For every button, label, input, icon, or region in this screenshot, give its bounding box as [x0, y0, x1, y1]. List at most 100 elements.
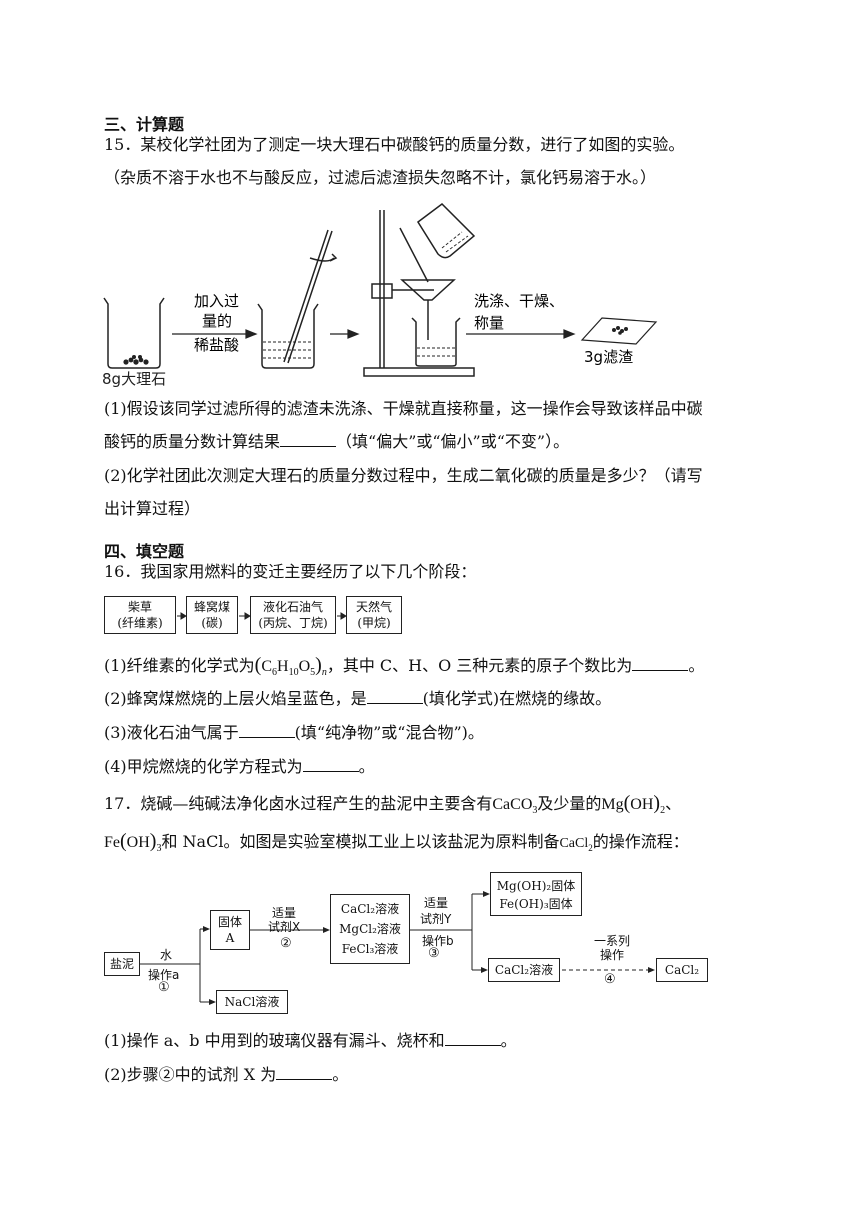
- q16-part3-text-b: (填“纯净物”或“混合物”)。: [294, 723, 484, 742]
- arrow-icon: [466, 329, 576, 339]
- fuel-stage-4: 天然气 (甲烷): [346, 596, 402, 634]
- arrow-icon: [483, 891, 490, 897]
- cellulose-formula: (C6H10O5)n: [254, 654, 327, 679]
- flow-solution-l2: MgCl₂溶液: [339, 922, 401, 936]
- q16-part1-text-c: 。: [688, 656, 705, 675]
- flow-start-box: 盐泥: [104, 952, 140, 976]
- q15-part1-text-b: （填“偏大”或“偏小”或“不变”）。: [336, 432, 570, 451]
- q16-part3-text-a: (3)液化石油气属于: [104, 723, 239, 742]
- beaker-marble-icon: [103, 297, 165, 369]
- flow-arrows: [140, 891, 655, 1005]
- flow-op-b-label: 操作b: [422, 934, 454, 948]
- q17-part2-text-b: 。: [332, 1065, 349, 1084]
- step1-label-line1: 加入过: [194, 292, 239, 310]
- formula-feoh3: Fe(OH)3: [104, 830, 162, 855]
- arrow-icon: [203, 926, 210, 932]
- flow-step1-label: ①: [158, 980, 170, 995]
- step2-label-line1: 洗涤、干燥、: [474, 292, 564, 310]
- flow-precip-l1: Mg(OH)₂固体: [496, 879, 576, 893]
- sample-label: 8g大理石: [102, 370, 166, 388]
- q16-stem: 16．我国家用燃料的变迁主要经历了以下几个阶段：: [104, 562, 477, 581]
- flow-solution-l1: CaCl₂溶液: [340, 902, 400, 916]
- arrow-icon: [481, 967, 488, 973]
- q16-part2-text-b: (填化学式)在燃烧的缘故。: [422, 689, 612, 708]
- fuel-stage-sub: (纤维素): [117, 616, 163, 630]
- q15-experiment-diagram: 8g大理石 加入过 量的 稀盐酸: [102, 203, 658, 388]
- fuel-stage-name: 天然气: [355, 600, 392, 614]
- section-title-fill-in: 四、填空题: [104, 542, 185, 561]
- q17-part1-text-b: 。: [500, 1031, 517, 1050]
- q16-part2-text-a: (2)蜂窝煤燃烧的上层火焰呈蓝色，是: [104, 689, 367, 708]
- q16-part4-text-a: (4)甲烷燃烧的化学方程式为: [104, 757, 303, 776]
- section-title-calculation: 三、计算题: [104, 115, 185, 134]
- q17-part1-text-a: (1)操作 a、b 中用到的玻璃仪器有漏斗、烧杯和: [104, 1031, 445, 1050]
- fuel-stage-name: 液化石油气: [262, 600, 323, 614]
- formula-caco3: CaCO3: [492, 796, 538, 817]
- step1-label-line3: 稀盐酸: [194, 336, 239, 354]
- flow-product-box: CaCl₂: [656, 958, 708, 982]
- flow-reagent-x-l2: 试剂X: [268, 920, 301, 934]
- filtration-stand-icon: [363, 210, 475, 377]
- stirring-rod-icon: [283, 229, 338, 364]
- q15-part1-line1: (1)假设该同学过滤所得的滤渣未洗涤、干燥就直接称量，这一操作会导致该样品中碳: [104, 399, 703, 418]
- q15-stem-line2: （杂质不溶于水也不与酸反应，过滤后滤渣损失忽略不计，氯化钙易溶于水。）: [104, 168, 657, 187]
- q16-part4-text-b: 。: [358, 757, 375, 776]
- answer-blank[interactable]: [444, 1030, 501, 1046]
- flow-solid-a-l1: 固体: [217, 915, 242, 929]
- fuel-stage-3: 液化石油气 (丙烷、丁烷): [250, 596, 336, 634]
- q17-part2: (2)步骤②中的试剂 X 为 。: [104, 1064, 348, 1086]
- answer-blank[interactable]: [632, 655, 689, 671]
- arrow-icon: [172, 329, 258, 339]
- fuel-stage-2: 蜂窝煤 (碳): [186, 596, 238, 634]
- answer-blank[interactable]: [366, 688, 423, 704]
- filter-paper-icon: [580, 317, 658, 345]
- fuel-stage-arrows: [177, 612, 347, 620]
- q16-part1: (1)纤维素的化学式为(C6H10O5)n，其中 C、H、O 三种元素的原子个数…: [104, 654, 704, 684]
- arrow-icon: [330, 329, 360, 339]
- fuel-stage-1: 柴草 (纤维素): [104, 596, 176, 634]
- q16-part4: (4)甲烷燃烧的化学方程式为 。: [104, 756, 375, 778]
- flow-precipitate-box: Mg(OH)₂固体 Fe(OH)₃固体: [490, 872, 582, 916]
- q16-part2: (2)蜂窝煤燃烧的上层火焰呈蓝色，是 (填化学式)在燃烧的缘故。: [104, 688, 611, 710]
- step2-label-line2: 称量: [474, 314, 504, 332]
- flow-op-a-label: 操作a: [148, 968, 180, 982]
- arrow-icon: [340, 612, 347, 620]
- fuel-stage-name: 蜂窝煤: [193, 600, 230, 614]
- flow-series-l1: 一系列: [594, 934, 631, 948]
- step1-label-line2: 量的: [202, 312, 232, 330]
- formula-mgoh2: Mg(OH)2、: [601, 792, 682, 817]
- formula-cacl2: CaCl2: [559, 836, 593, 853]
- fuel-stage-sub: (丙烷、丁烷): [258, 616, 328, 630]
- q15-stem-line1: 15．某校化学社团为了测定一块大理石中碳酸钙的质量分数，进行了如图的实验。: [104, 135, 685, 154]
- arrow-icon: [209, 999, 216, 1005]
- beaker-acid-icon: [257, 303, 319, 369]
- q15-part2-line2: 出计算过程）: [104, 499, 201, 518]
- flow-reagent-x-l1: 适量: [272, 906, 297, 920]
- flow-step4-label: ④: [604, 972, 616, 987]
- q17-stem-line2: Fe(OH)3和 NaCl。如图是实验室模拟工业上以该盐泥为原料制备CaCl2的…: [104, 830, 689, 860]
- flow-step3-label: ③: [428, 946, 440, 961]
- q17-stem-text-c: 和 NaCl。如图是实验室模拟工业上以该盐泥为原料制备: [161, 832, 560, 851]
- q15-part1-line2: 酸钙的质量分数计算结果（填“偏大”或“偏小”或“不变”）。: [104, 431, 569, 453]
- marble-pieces-icon: [123, 355, 149, 365]
- flow-cacl2-solution-box: CaCl₂溶液: [488, 958, 560, 982]
- answer-blank[interactable]: [280, 431, 337, 447]
- flow-precip-l2: Fe(OH)₃固体: [499, 897, 573, 911]
- flow-reagent-y-l1: 适量: [424, 896, 449, 910]
- pouring-beaker-icon: [399, 203, 476, 283]
- flow-solid-a-l2: A: [225, 931, 235, 945]
- q17-stem-line1: 17．烧碱—纯碱法净化卤水过程产生的盐泥中主要含有CaCO3及少量的Mg(OH)…: [104, 792, 681, 822]
- flow-solution-l3: FeCl₃溶液: [341, 942, 399, 956]
- answer-blank[interactable]: [302, 756, 359, 772]
- answer-blank[interactable]: [238, 722, 295, 738]
- q17-stem-text-a: 17．烧碱—纯碱法净化卤水过程产生的盐泥中主要含有: [104, 794, 493, 813]
- q15-part2-line1: (2)化学社团此次测定大理石的质量分数过程中，生成二氧化碳的质量是多少？（请写: [104, 466, 703, 485]
- flow-series-l2: 操作: [600, 948, 625, 962]
- flow-step2-label: ②: [280, 936, 292, 951]
- q17-stem-text-d: 的操作流程：: [592, 832, 689, 851]
- fuel-stage-name: 柴草: [127, 600, 152, 614]
- answer-blank[interactable]: [276, 1064, 333, 1080]
- arrow-icon: [323, 927, 330, 933]
- q16-part1-text-b: ，其中 C、H、O 三种元素的原子个数比为: [326, 656, 633, 675]
- q17-part2-text-a: (2)步骤②中的试剂 X 为: [104, 1065, 277, 1084]
